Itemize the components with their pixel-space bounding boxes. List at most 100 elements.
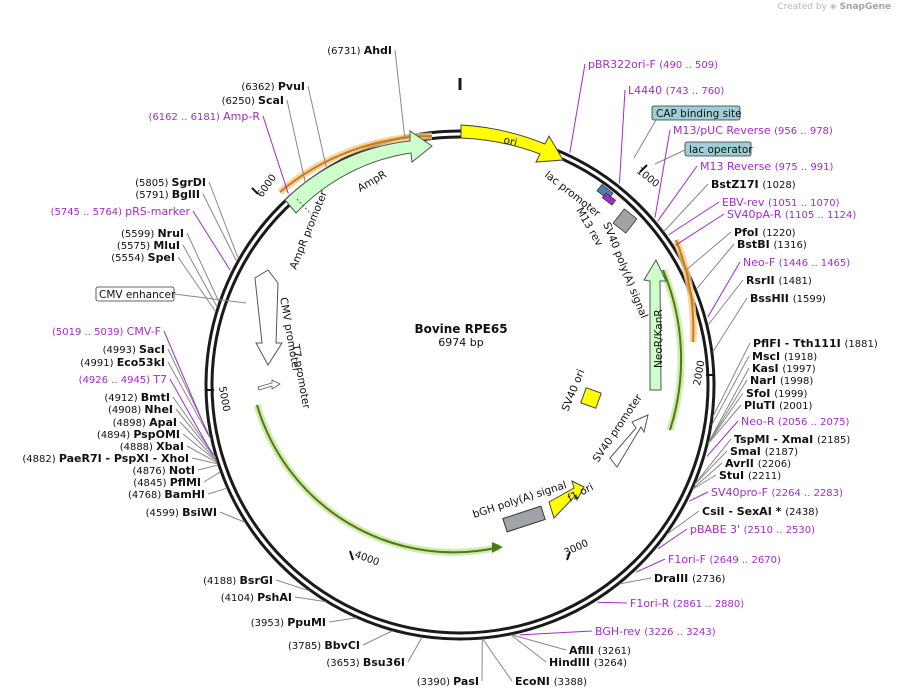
- site-tspmi-xmai[interactable]: TspMI - XmaI (2185): [694, 433, 850, 485]
- primer-sv40pro-f[interactable]: SV40pro-F (2264 .. 2283): [689, 486, 843, 502]
- site-position: (4882): [22, 454, 58, 465]
- site-bsshii[interactable]: BssHII (1599): [712, 292, 826, 353]
- cmv-enhancer-box[interactable]: CMV enhancer: [95, 286, 176, 302]
- site-sfoi[interactable]: SfoI (1999): [707, 387, 808, 444]
- site-stui[interactable]: StuI (2211): [692, 469, 782, 490]
- site-pshai[interactable]: (4104) PshAI: [221, 591, 326, 604]
- primer-m13-puc-reverse[interactable]: M13/pUC Reverse (956 .. 978): [654, 124, 833, 218]
- primer-pbr322ori-f[interactable]: pBR322ori-F (490 .. 509): [569, 58, 718, 153]
- site-nrui[interactable]: (5599) NruI: [121, 227, 220, 303]
- site-sgrdi[interactable]: (5805) SgrDI: [135, 176, 239, 260]
- site-pvui[interactable]: (6362) PvuI: [241, 80, 327, 168]
- site-enzyme-name: BbvCI: [324, 639, 360, 652]
- site-msci[interactable]: MscI (1918): [711, 350, 817, 426]
- primer-name: L4440: [628, 84, 666, 97]
- site-apai[interactable]: (4898) ApaI: [113, 416, 217, 461]
- primer-cmv-f[interactable]: (5019 .. 5039) CMV-F: [52, 325, 209, 434]
- tick-3000: 3000: [563, 538, 590, 561]
- neor-label: NeoR/KanR: [653, 309, 665, 368]
- primer-neo-f[interactable]: Neo-F (1446 .. 1465): [707, 256, 851, 318]
- plasmid-length: 6974 bp: [438, 336, 483, 349]
- primer-t7[interactable]: (4926 .. 4945) T7: [79, 373, 214, 455]
- site-enzyme-name: BsiWI: [182, 506, 217, 519]
- primer-ebv-rev[interactable]: EBV-rev (1051 .. 1070): [668, 196, 840, 236]
- site-ppumi[interactable]: (3953) PpuMI: [251, 616, 357, 629]
- site-bbvci[interactable]: (3785) BbvCI: [288, 630, 393, 652]
- site-pfoi[interactable]: PfoI (1220): [686, 226, 796, 270]
- primer-label: pBR322ori-F (490 .. 509): [588, 58, 718, 71]
- primer-range: (1446 .. 1465): [779, 258, 851, 269]
- site-bglii[interactable]: (5791) BglII: [135, 188, 238, 262]
- ampr-promoter-hatch: [296, 198, 312, 215]
- primer-range: (5019 .. 5039): [52, 327, 127, 338]
- primer-f1ori-r[interactable]: F1ori-R (2861 .. 2880): [597, 597, 744, 610]
- site-eco53ki[interactable]: (4991) Eco53kI: [80, 356, 212, 440]
- primer-sv40pa-r[interactable]: SV40pA-R (1105 .. 1124): [675, 208, 857, 246]
- primer-label: Neo-R (2056 .. 2075): [741, 415, 850, 428]
- site-label: (6731) AhdI: [327, 44, 392, 57]
- primer-prs-marker[interactable]: (5745 .. 5764) pRS-marker: [51, 205, 231, 271]
- sv40-ori-feature: [580, 387, 602, 409]
- site-csii-sexai[interactable]: CsiI - SexAI * (2438): [666, 505, 819, 535]
- site-enzyme-name: StuI: [719, 469, 748, 482]
- primer-range: (5745 .. 5764): [51, 207, 126, 218]
- primer-name: Neo-R: [741, 415, 778, 428]
- primer-m13-reverse[interactable]: M13 Reverse (975 .. 991): [657, 160, 834, 222]
- site-bsiwi[interactable]: (4599) BsiWI: [146, 506, 246, 523]
- site-position: (2211): [748, 471, 781, 482]
- tick-1000: 1000: [634, 164, 661, 190]
- site-label: NarI (1998): [750, 374, 813, 387]
- primer-range: (6162 .. 6181): [149, 112, 224, 123]
- site-aflii[interactable]: AflII (3261): [511, 634, 631, 657]
- site-mlui[interactable]: (5575) MluI: [117, 239, 218, 308]
- cap-binding-site-box[interactable]: CAP binding site: [651, 105, 742, 121]
- site-noti[interactable]: (4876) NotI: [132, 464, 219, 477]
- site-position: (4993): [103, 345, 139, 356]
- site-bsrgi[interactable]: (4188) BsrGI: [203, 574, 310, 592]
- site-xbai[interactable]: (4888) XbaI: [120, 440, 218, 463]
- site-paer7i-pspxi-xhoi[interactable]: (4882) PaeR7I - PspXI - XhoI: [22, 452, 218, 465]
- site-pasi[interactable]: (3390) PasI: [417, 639, 483, 688]
- site-spei[interactable]: (5554) SpeI: [111, 251, 217, 313]
- m13-rev-feature: [601, 192, 617, 206]
- site-pluti[interactable]: PluTI (2001): [707, 399, 812, 444]
- site-bstbi[interactable]: BstBI (1316): [695, 238, 807, 290]
- site-draiii[interactable]: DraIII (2736): [619, 572, 726, 585]
- site-label: PflFI - Tth111I (1881): [753, 337, 878, 350]
- annotation-labels: (6731) AhdI (6362) PvuI(6250) ScaI(5805) …: [22, 44, 877, 688]
- site-ahdi[interactable]: (6731) AhdI: [327, 44, 406, 137]
- site-pflmi[interactable]: (4845) PflMI: [133, 471, 221, 489]
- site-pspomi[interactable]: (4894) PspOMI: [97, 428, 217, 462]
- primer-bgh-rev[interactable]: BGH-rev (3226 .. 3243): [519, 625, 716, 638]
- site-kasi[interactable]: KasI (1997): [707, 362, 816, 443]
- primer-l4440[interactable]: L4440 (743 .. 760): [618, 84, 724, 184]
- ori-label: ori: [502, 134, 518, 149]
- site-bamhi[interactable]: (4768) BamHI: [128, 487, 227, 501]
- primer-amp-r[interactable]: (6162 .. 6181) Amp-R: [149, 110, 289, 194]
- site-nari[interactable]: NarI (1998): [707, 374, 813, 444]
- site-enzyme-name: XbaI: [156, 440, 184, 453]
- site-econi[interactable]: EcoNI (3388): [482, 638, 587, 688]
- site-position: (5805): [135, 178, 171, 189]
- tick-label-6000: 6000: [255, 173, 279, 200]
- site-rsrii[interactable]: RsrII (1481): [707, 274, 812, 326]
- site-smai[interactable]: SmaI (2187): [694, 445, 798, 485]
- site-scai[interactable]: (6250) ScaI: [222, 94, 306, 183]
- site-bstz17i[interactable]: BstZ17I (1028): [663, 178, 796, 233]
- site-enzyme-name: CsiI - SexAI *: [702, 505, 785, 518]
- site-position: (1881): [845, 339, 878, 350]
- primer-pbabe-3[interactable]: pBABE 3' (2510 .. 2530): [657, 523, 815, 550]
- cmv-enhancer-leader: [173, 293, 247, 304]
- site-avrii[interactable]: AvrII (2206): [692, 457, 791, 489]
- site-enzyme-name: ScaI: [258, 94, 284, 107]
- site-hindiii[interactable]: HindIII (3264): [510, 634, 627, 669]
- primer-range: (2649 .. 2670): [709, 555, 781, 566]
- site-bsu36i[interactable]: (3653) Bsu36I: [326, 636, 423, 669]
- primer-neo-r[interactable]: Neo-R (2056 .. 2075): [706, 415, 850, 457]
- site-pflfi-tth111i[interactable]: PflFI - Tth111I (1881): [712, 337, 878, 417]
- lac-operator-box[interactable]: lac operator: [684, 141, 753, 157]
- primer-f1ori-f[interactable]: F1ori-F (2649 .. 2670): [635, 553, 781, 573]
- site-label: (3390) PasI: [417, 675, 479, 688]
- site-nhei[interactable]: (4908) NheI: [108, 403, 217, 459]
- tick-5000: 5000: [205, 386, 231, 413]
